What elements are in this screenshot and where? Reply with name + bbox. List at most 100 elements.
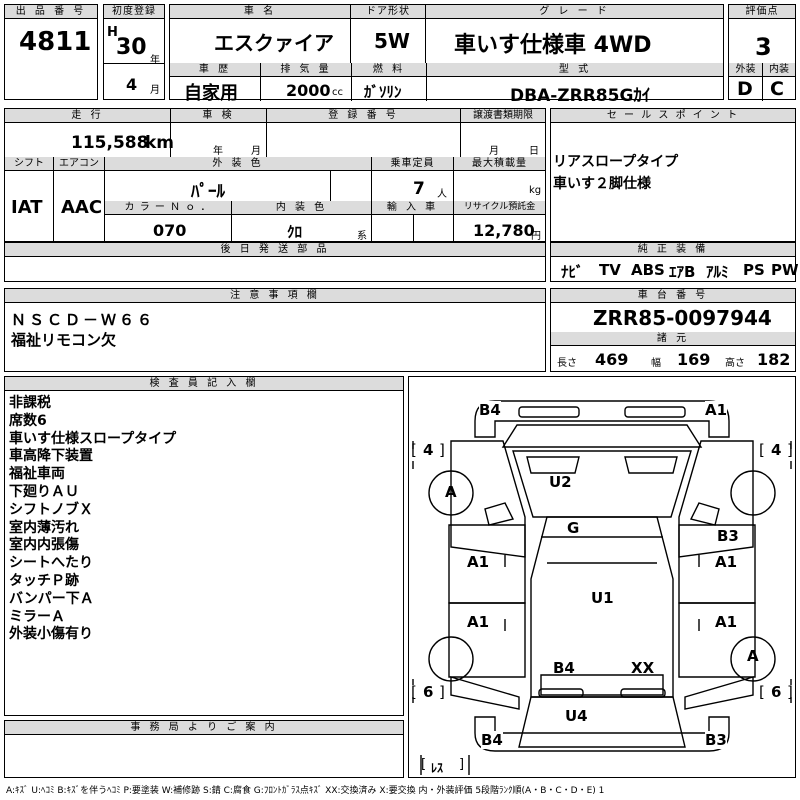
car-diagram-box: B4 A1 [ 4 ] [ 4 ] A U2 G B3 A1 A1 U1 A1 … bbox=[408, 376, 796, 778]
car-name-value: エスクァイア bbox=[214, 31, 334, 55]
inspector-note: 車高降下装置 bbox=[9, 448, 93, 465]
interior-score: C bbox=[770, 78, 784, 100]
sales-point-2: 車いす２脚仕様 bbox=[553, 176, 651, 192]
legend: A:ｷｽﾞ U:ﾍｺﾐ B:ｷｽﾞを伴うﾍｺﾐ P:要塗装 W:補修跡 S:錆 … bbox=[6, 786, 605, 796]
mark-bracket-open-left-6: [ bbox=[411, 683, 417, 701]
mark-b4-rear: B4 bbox=[553, 659, 575, 677]
capacity-unit: 人 bbox=[437, 189, 447, 200]
equipment-alloy: ｱﾙﾐ bbox=[706, 263, 729, 281]
first-reg-year-unit: 年 bbox=[150, 55, 160, 66]
inspector-note: 福祉車両 bbox=[9, 466, 65, 483]
later-parts-header: 後 日 発 送 部 品 bbox=[5, 243, 545, 257]
sales-point-header: セ ー ル ス ポ イ ン ト bbox=[551, 109, 795, 123]
recycle-value: 12,780 bbox=[473, 221, 535, 240]
lot-no-value: 4811 bbox=[19, 27, 92, 57]
mark-four-left: 4 bbox=[423, 441, 434, 459]
details-box: 走 行 車 検 登 録 番 号 譲渡書類期限 115,588 km 年 月 月 … bbox=[4, 108, 546, 242]
spec-height-value: 182 bbox=[757, 350, 791, 369]
inspector-note: 席数6 bbox=[9, 412, 47, 429]
capacity-header: 乗車定員 bbox=[372, 157, 453, 171]
car-name-header: 車 名 bbox=[170, 5, 350, 19]
chassis-value: ZRR85-0097944 bbox=[593, 306, 772, 330]
chassis-box: 車 台 番 号 ZRR85-0097944 諸 元 長さ 469 幅 169 高… bbox=[550, 288, 796, 372]
inspector-note: ミラーＡ bbox=[9, 608, 65, 625]
mark-four-right: 4 bbox=[771, 441, 782, 459]
shift-value: IAT bbox=[11, 197, 43, 218]
specs-header: 諸 元 bbox=[551, 332, 795, 346]
color-no-header: カ ラ ー Ｎ ｏ ． bbox=[105, 201, 231, 215]
spec-length-value: 469 bbox=[595, 350, 629, 369]
first-reg-header: 初度登録 bbox=[104, 5, 164, 19]
notes-box: 注 意 事 項 欄 ＮＳＣＤ－Ｗ６６ 福祉リモコン欠 bbox=[4, 288, 546, 372]
mark-a1-left-1: A1 bbox=[467, 553, 490, 571]
mark-res-bracket-close: ] bbox=[459, 757, 465, 772]
interior-header: 内装 bbox=[763, 63, 795, 77]
inspector-note: バンパー下Ａ bbox=[9, 590, 94, 607]
inspector-note: 下廻りＡＵ bbox=[9, 483, 79, 500]
grade-header: グ レ ー ド bbox=[426, 5, 723, 19]
genuine-equipment-header: 純 正 装 備 bbox=[551, 243, 795, 257]
inspector-note: シフトノブＸ bbox=[9, 501, 93, 518]
car-diagram-outline bbox=[412, 400, 792, 775]
color-no-value: 070 bbox=[153, 221, 187, 240]
notes-line-1: ＮＳＣＤ－Ｗ６６ bbox=[11, 311, 156, 329]
mark-xx: XX bbox=[631, 659, 655, 677]
mark-six-left: 6 bbox=[423, 683, 434, 701]
later-parts-box: 後 日 発 送 部 品 bbox=[4, 242, 546, 282]
mileage-unit: km bbox=[145, 133, 175, 153]
inspector-note: タッチＰ跡 bbox=[9, 572, 79, 589]
mark-res-bracket-open: [ bbox=[421, 757, 427, 772]
transfer-deadline-header: 譲渡書類期限 bbox=[461, 109, 545, 123]
mark-b3: B3 bbox=[717, 527, 739, 545]
shift-header: シフト bbox=[5, 157, 53, 171]
history-value: 自家用 bbox=[184, 83, 238, 104]
mark-bracket-close-right: ] bbox=[787, 441, 793, 459]
inspection-year-unit: 年 bbox=[213, 146, 223, 157]
mark-res: ﾚｽ bbox=[431, 761, 444, 775]
mark-a1-right-1: A1 bbox=[715, 553, 738, 571]
grade-value: 車いす仕様車 4WD bbox=[454, 33, 652, 58]
mark-a-right-rear: A bbox=[747, 647, 759, 665]
capacity-value: 7 bbox=[413, 179, 425, 199]
displacement-header: 排 気 量 bbox=[261, 63, 351, 77]
mark-u1: U1 bbox=[591, 589, 614, 607]
equipment-ps: PS bbox=[743, 261, 765, 279]
mark-bracket-open-left: [ bbox=[411, 441, 417, 459]
first-reg-year: 30 bbox=[116, 35, 147, 60]
equipment-airbag: ｴｱB bbox=[669, 263, 696, 281]
reg-no-header: 登 録 番 号 bbox=[267, 109, 460, 123]
mark-b4-bottom: B4 bbox=[481, 731, 503, 749]
inspector-notes-header: 検 査 員 記 入 欄 bbox=[5, 377, 403, 391]
score-header: 評価点 bbox=[729, 5, 795, 19]
mark-bracket-close-left: ] bbox=[439, 441, 445, 459]
genuine-equipment-box: 純 正 装 備 ﾅﾋﾞ TV ABS ｴｱB ｱﾙﾐ PS PW bbox=[550, 242, 799, 282]
inspector-note: 非課税 bbox=[9, 395, 51, 411]
inspector-notes-list: 非課税 席数6 車いす仕様スロープタイプ 車高降下装置 福祉車両 下廻りＡＵ シ… bbox=[9, 395, 176, 644]
inspector-notes-box: 検 査 員 記 入 欄 非課税 席数6 車いす仕様スロープタイプ 車高降下装置 … bbox=[4, 376, 404, 716]
score-box: 評価点 3 外装 内装 D C bbox=[728, 4, 796, 101]
office-notice-box: 事 務 局 よ り ご 案 内 bbox=[4, 720, 404, 778]
aircon-value: AAC bbox=[61, 197, 103, 218]
ext-color-header: 外 装 色 bbox=[105, 157, 371, 171]
exterior-header: 外装 bbox=[729, 63, 762, 77]
equipment-abs: ABS bbox=[631, 261, 665, 279]
spec-height-label: 高さ bbox=[725, 358, 745, 369]
mark-b4-front: B4 bbox=[479, 401, 501, 419]
int-color-header: 内 装 色 bbox=[232, 201, 371, 215]
transfer-day-unit: 日 bbox=[529, 146, 539, 157]
mark-six-right: 6 bbox=[771, 683, 782, 701]
model-code-header: 型 式 bbox=[427, 63, 723, 77]
inspector-note: 車いす仕様スロープタイプ bbox=[9, 430, 177, 447]
int-color-value: ｸﾛ bbox=[287, 223, 303, 241]
mark-g: G bbox=[567, 519, 580, 537]
transfer-month-unit: 月 bbox=[489, 146, 499, 157]
displacement-unit: cc bbox=[332, 87, 343, 98]
first-reg-month-unit: 月 bbox=[150, 85, 160, 96]
fuel-value: ｶﾞｿﾘﾝ bbox=[364, 83, 402, 101]
door-header: ドア形状 bbox=[351, 5, 425, 19]
first-reg-box: 初度登録 H 30 年 4 月 bbox=[103, 4, 165, 100]
recycle-unit: 円 bbox=[531, 231, 541, 242]
sales-point-1: リアスロープタイプ bbox=[553, 154, 679, 170]
fuel-header: 燃 料 bbox=[352, 63, 426, 77]
mark-a1-left-2: A1 bbox=[467, 613, 490, 631]
